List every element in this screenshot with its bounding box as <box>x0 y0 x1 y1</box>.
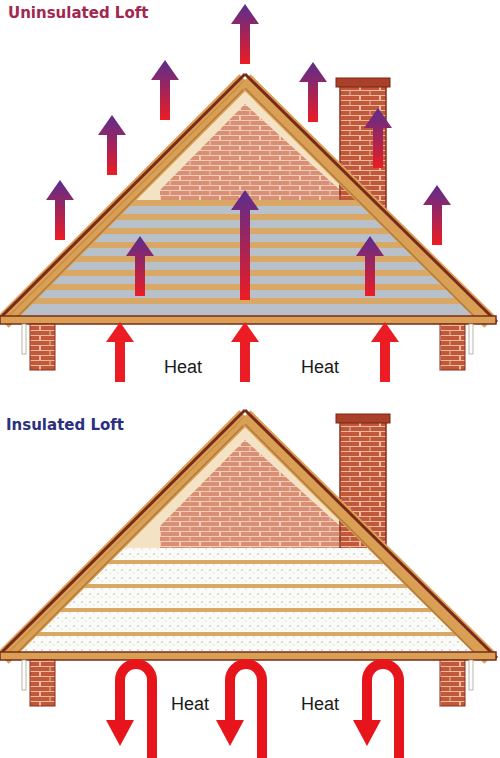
section-heading: Uninsulated Loft <box>8 4 148 22</box>
heat-loss-arrows <box>46 4 451 300</box>
heat-label: Heat <box>171 694 209 716</box>
heat-label: Heat <box>301 357 339 379</box>
heat-arrows <box>106 322 399 382</box>
uninsulated-house <box>0 4 500 382</box>
heat-label: Heat <box>164 357 202 379</box>
heat-label: Heat <box>301 694 339 716</box>
reflected-heat-arrows <box>106 664 399 758</box>
section-heading: Insulated Loft <box>6 416 124 434</box>
